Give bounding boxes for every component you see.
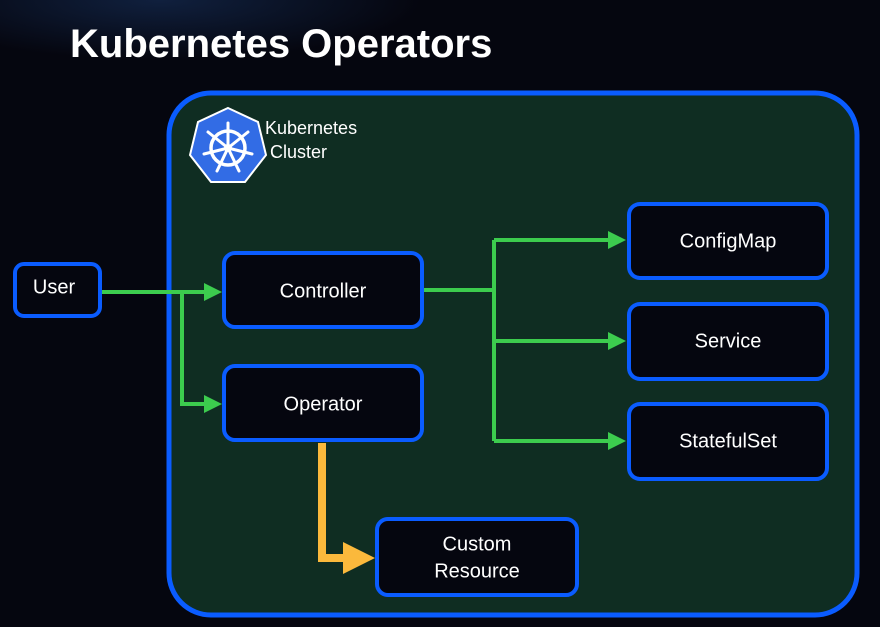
node-user-label: User [33,276,76,298]
arrowhead-icon [608,231,626,249]
page-title: Kubernetes Operators [70,22,492,66]
node-service-label: Service [695,330,762,352]
node-configmap-label: ConfigMap [680,230,777,252]
kubernetes-logo-icon [188,106,268,183]
node-configmap[interactable]: ConfigMap [627,202,829,280]
cluster-label-line2: Cluster [270,142,327,162]
node-service[interactable]: Service [627,302,829,381]
node-operator-label: Operator [284,393,363,415]
arrowhead-icon [204,395,222,413]
operator-to-custom-resource-line [318,443,345,562]
node-statefulset-label: StatefulSet [679,430,777,452]
arrowhead-icon [608,432,626,450]
green-arrowheads [204,231,626,450]
node-user[interactable]: User [13,262,102,318]
node-operator[interactable]: Operator [222,364,424,442]
node-custom-resource[interactable]: Custom Resource [375,517,579,597]
node-controller-label: Controller [280,280,367,302]
cluster-label-line1: Kubernetes [265,118,357,138]
node-custom-resource-label-line1: Custom [443,533,512,555]
node-controller[interactable]: Controller [222,251,424,329]
node-custom-resource-label-line2: Resource [434,560,520,582]
green-connectors [100,238,610,443]
arrowhead-icon [343,542,375,574]
node-statefulset[interactable]: StatefulSet [627,402,829,481]
arrowhead-icon [608,332,626,350]
user-to-operator-line [180,292,206,406]
arrowhead-icon [204,283,222,301]
